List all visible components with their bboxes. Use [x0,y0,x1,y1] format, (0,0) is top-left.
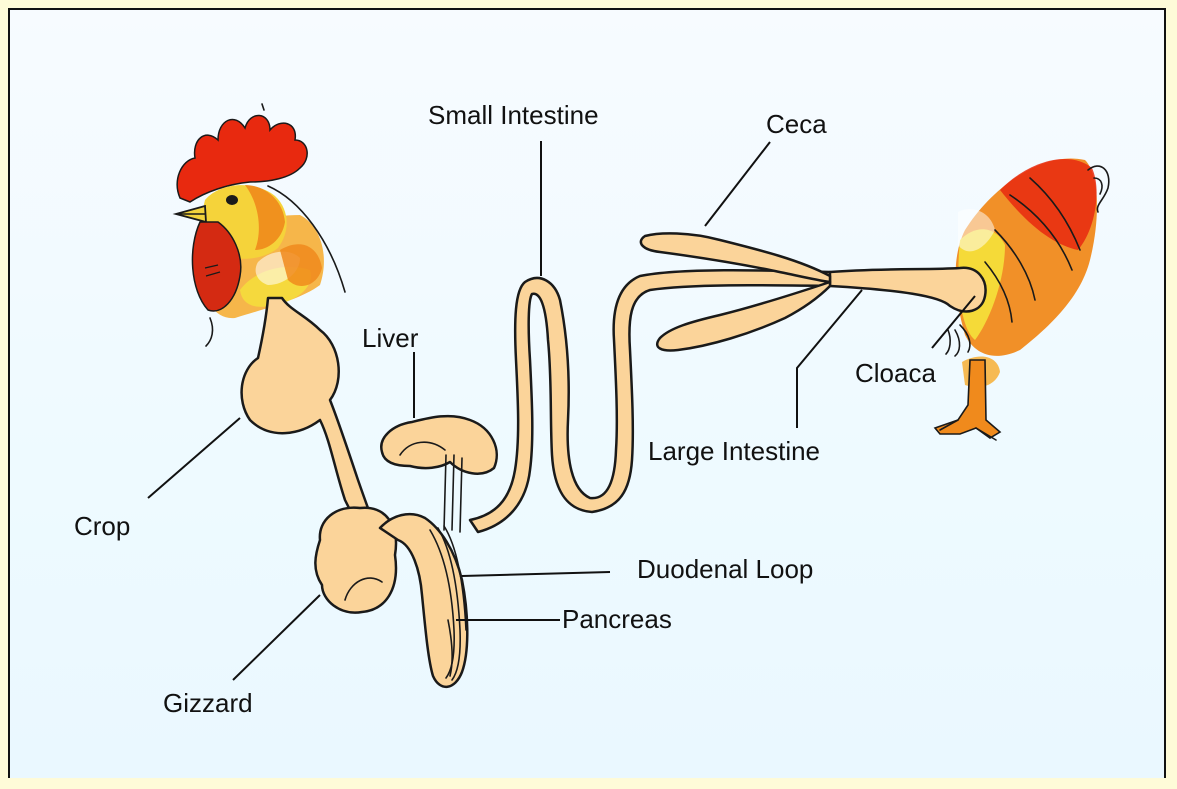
leader-gizzard [233,595,320,680]
rooster-head-illustration [176,104,345,346]
label-pancreas: Pancreas [562,604,672,634]
ceca-lower-shape [657,282,830,351]
leader-large-intestine [797,290,862,428]
label-cloaca: Cloaca [855,358,936,388]
label-crop: Crop [74,511,130,541]
label-small-intestine: Small Intestine [428,100,599,130]
crop-shape [242,298,380,540]
liver-shape [381,416,496,474]
leader-crop [148,418,240,498]
label-duodenal-loop: Duodenal Loop [637,554,813,584]
label-gizzard: Gizzard [163,688,253,718]
label-ceca: Ceca [766,109,827,139]
label-large-intestine: Large Intestine [648,436,820,466]
label-liver: Liver [362,323,419,353]
leader-duodenal-loop [462,572,610,576]
large-intestine-shape [830,268,986,312]
leader-ceca [705,142,770,226]
